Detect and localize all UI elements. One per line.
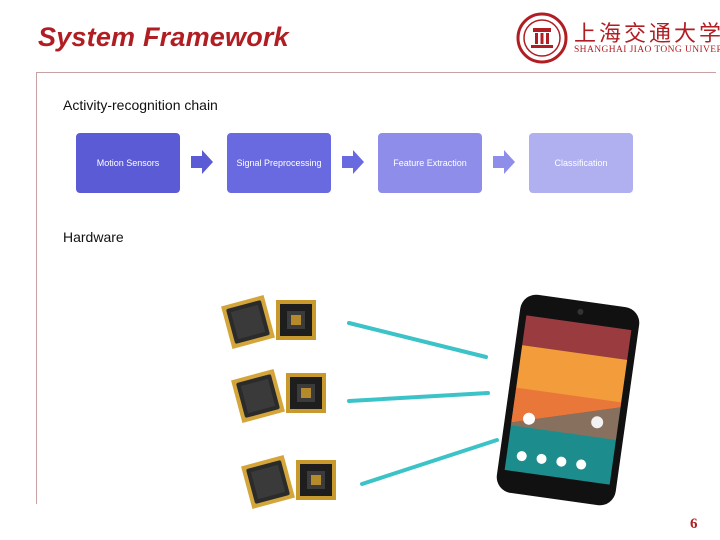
university-logo: 上海交通大学 SHANGHAI JIAO TONG UNIVERSITY [516, 12, 720, 64]
step-signal-preprocessing: Signal Preprocessing [227, 133, 331, 193]
university-name-cn: 上海交通大学 [574, 22, 720, 47]
wireless-link-line [360, 438, 499, 486]
university-name-en: SHANGHAI JIAO TONG UNIVERSITY [574, 45, 720, 55]
page-number: 6 [690, 516, 698, 532]
sensor-module [221, 295, 316, 349]
slide-title: System Framework [38, 22, 289, 52]
arrow-right-icon [493, 150, 515, 174]
sensor-module [231, 369, 326, 423]
chain-label: Activity-recognition chain [63, 97, 218, 113]
wireless-link-line [347, 321, 488, 359]
step-feature-extraction: Feature Extraction [378, 133, 482, 193]
content-frame-left [36, 72, 37, 504]
hardware-label: Hardware [63, 229, 124, 245]
arrow-right-icon [342, 150, 364, 174]
wireless-link-line [347, 391, 490, 403]
sensor-module [241, 455, 336, 509]
step-motion-sensors: Motion Sensors [76, 133, 180, 193]
step-classification: Classification [529, 133, 633, 193]
university-seal-icon [516, 12, 568, 64]
content-frame-top [36, 72, 716, 73]
arrow-right-icon [191, 150, 213, 174]
smartphone-icon [496, 294, 640, 506]
